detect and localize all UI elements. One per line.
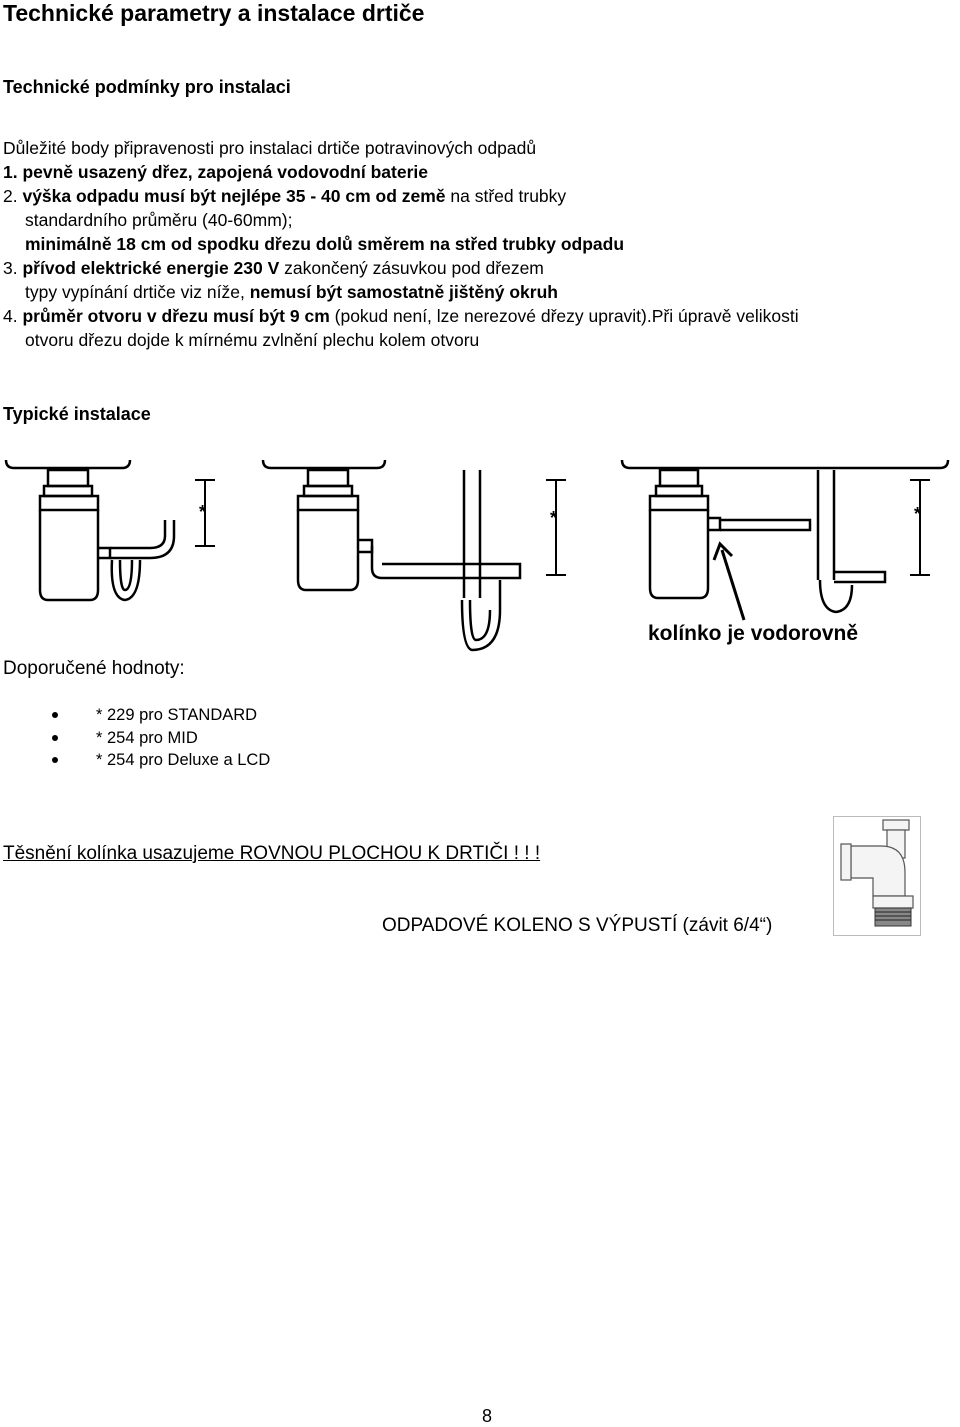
- intro-line: Důležité body připravenosti pro instalac…: [3, 138, 537, 158]
- list-item: * 254 pro Deluxe a LCD: [52, 749, 270, 772]
- installation-diagram-1: [4, 459, 215, 602]
- requirement-2-line3: minimálně 18 cm od spodku dřezu dolů smě…: [25, 234, 625, 254]
- requirement-2: 2. výška odpadu musí být nejlépe 35 - 40…: [3, 186, 567, 206]
- bullet-icon: [52, 712, 58, 718]
- list-item: * 229 pro STANDARD: [52, 704, 270, 727]
- section-heading-conditions: Technické podmínky pro instalaci: [3, 77, 291, 97]
- diagram-label: kolínko je vodorovně: [648, 622, 858, 645]
- requirement-1: 1. pevně usazený dřez, zapojená vodovodn…: [3, 162, 428, 182]
- requirements-text: Důležité body připravenosti pro instalac…: [3, 136, 799, 352]
- installation-diagram: * * * kolínko je vodorovně: [4, 459, 950, 652]
- installation-diagram-2: [261, 459, 566, 652]
- requirement-3: 3. přívod elektrické energie 230 V zakon…: [3, 258, 544, 278]
- bullet-icon: [52, 734, 58, 741]
- dimension-star-1: *: [199, 502, 206, 522]
- requirement-3-line2: typy vypínání drtiče viz níže, nemusí bý…: [25, 282, 558, 302]
- dimension-star-2: *: [550, 508, 557, 528]
- elbow-caption: ODPADOVÉ KOLENO S VÝPUSTÍ (závit 6/4“): [382, 915, 773, 936]
- bullet-icon: [52, 757, 58, 763]
- recommended-values-list: * 229 pro STANDARD * 254 pro MID * 254 p…: [52, 704, 270, 772]
- elbow-pipe-image: [833, 816, 921, 936]
- requirement-4: 4. průměr otvoru v dřezu musí být 9 cm (…: [3, 306, 799, 326]
- page-title: Technické parametry a instalace drtiče: [3, 0, 425, 26]
- gasket-note: Těsnění kolínka usazujeme ROVNOU PLOCHOU…: [3, 843, 541, 864]
- requirement-4-line2: otvoru dřezu dojde k mírnému zvlnění ple…: [25, 330, 480, 350]
- section-heading-values: Doporučené hodnoty:: [3, 658, 185, 679]
- page-number: 8: [482, 1406, 493, 1426]
- requirement-2-line2: standardního průměru (40-60mm);: [25, 210, 293, 230]
- section-heading-installations: Typické instalace: [3, 404, 151, 424]
- installation-diagram-3: [620, 459, 950, 621]
- list-item: * 254 pro MID: [52, 727, 270, 750]
- dimension-star-3: *: [914, 504, 921, 524]
